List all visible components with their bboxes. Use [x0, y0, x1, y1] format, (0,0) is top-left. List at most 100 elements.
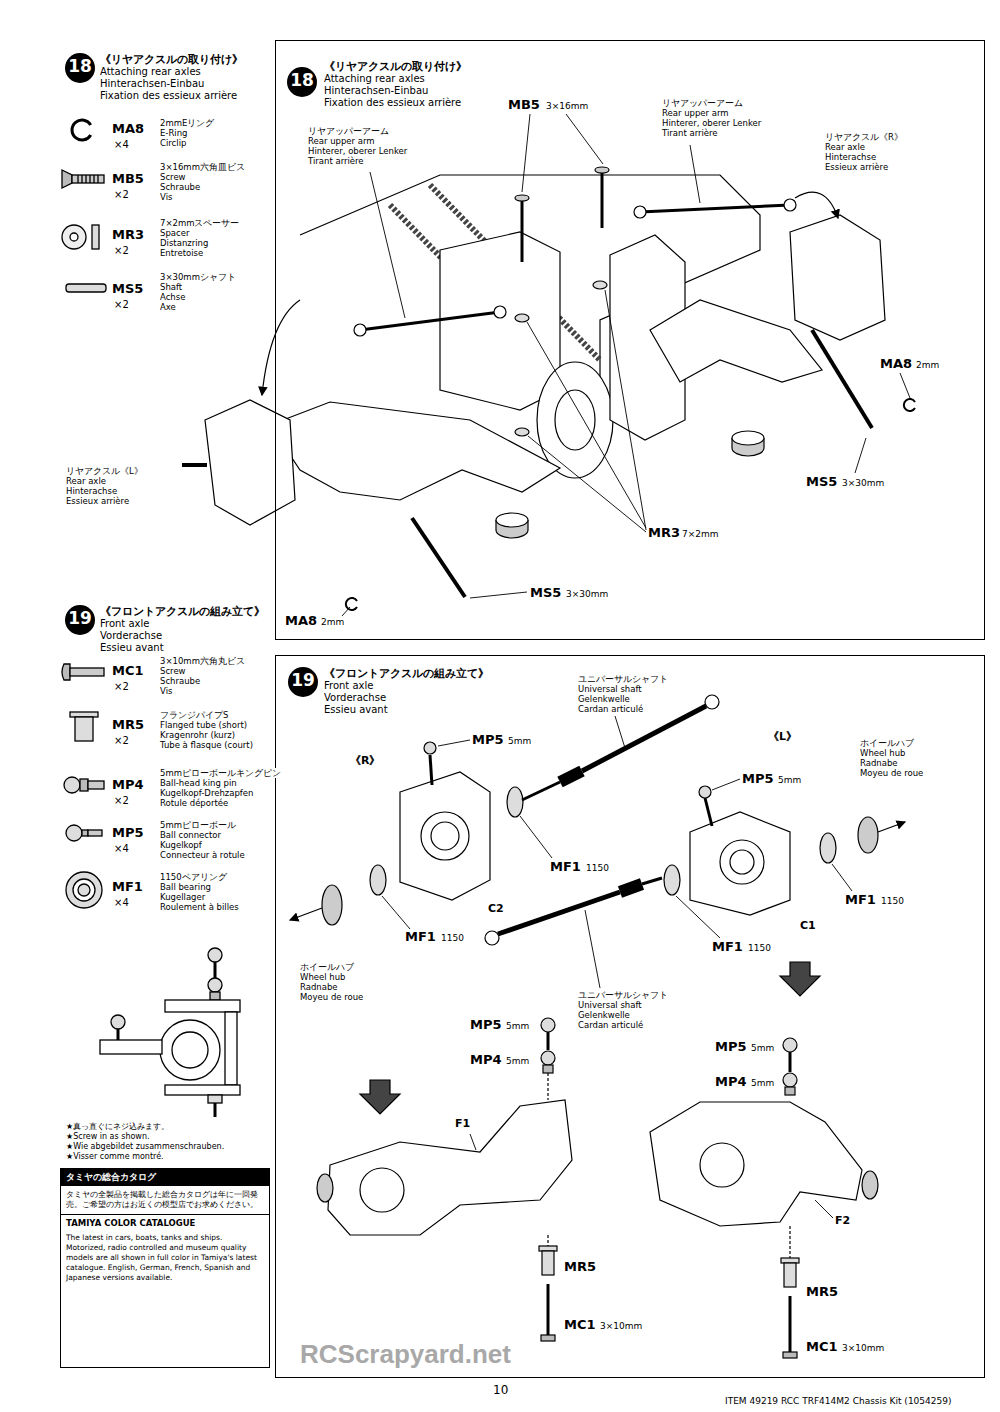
part-code: MP4 [470, 1053, 502, 1068]
part-description: Flanged tube (short) [160, 720, 247, 730]
quantity: ×2 [114, 681, 129, 693]
part-description: Shaft [160, 282, 182, 292]
part-description: リヤアッパーアーム [308, 126, 389, 136]
part-code: MF1 [112, 880, 143, 895]
part-description: フランジパイプS [160, 710, 228, 720]
step-title: 《リヤアクスルの取り付け》 [324, 61, 467, 73]
part-description: Moyeu de roue [300, 992, 363, 1002]
part-description: Screw [160, 172, 186, 182]
part-code: MF1 [712, 940, 743, 955]
page-number: 10 [493, 1384, 508, 1398]
part-description: Tube à flasque (court) [160, 740, 253, 750]
part-description: 5mmピローボールキングピン [160, 768, 281, 778]
part-description: Schraube [160, 676, 200, 686]
part-code: MS5 [530, 586, 561, 601]
size-label: 1150 [881, 896, 904, 906]
part-description: Essieux arrière [825, 162, 888, 172]
part-code: MP4 [715, 1075, 747, 1090]
part-description: Connecteur à rotule [160, 850, 245, 860]
part-description: Circlip [160, 138, 186, 148]
part-description: Wheel hub [300, 972, 345, 982]
quantity: ×4 [114, 139, 129, 151]
part-description: Hinterer, oberer Lenker [662, 118, 761, 128]
part-code: MP5 [715, 1040, 747, 1055]
part-description: Entretoise [160, 248, 203, 258]
part-description: Gelenkwelle [578, 1010, 630, 1020]
part-description: Kragenrohr (kurz) [160, 730, 235, 740]
part-label: 《R》 [350, 755, 380, 768]
quantity: ×2 [114, 245, 129, 257]
step-number: 19 [288, 671, 318, 691]
part-code: MB5 [508, 98, 540, 113]
part-description: Cardan articulé [578, 1020, 643, 1030]
part-label: F2 [835, 1215, 850, 1228]
step-number: 19 [65, 609, 95, 629]
part-description: リヤアッパーアーム [662, 98, 743, 108]
part-description: Radnabe [300, 982, 338, 992]
part-code: MP5 [470, 1018, 502, 1033]
part-description: Rear upper arm [662, 108, 729, 118]
size-label: 3×30mm [566, 589, 608, 599]
kingpin-figure [100, 948, 240, 1117]
catalogue-text: TAMIYA COLOR CATALOGUE [61, 1214, 269, 1231]
part-description: Vis [160, 686, 172, 696]
quantity: ×2 [114, 735, 129, 747]
catalogue-box: タミヤの総合カタログタミヤの全製品を掲載した総合カタログは年に一回発売。ご希望の… [60, 1168, 270, 1368]
part-description: Vis [160, 192, 172, 202]
step-title: Essieu avant [324, 704, 388, 716]
part-description: Distanzring [160, 238, 208, 248]
part-description: 7×2mmスペーサー [160, 218, 240, 228]
quantity: ×2 [114, 299, 129, 311]
part-code: MR5 [806, 1285, 838, 1300]
rear-axle-figure [182, 114, 915, 616]
step-title: Essieu avant [100, 642, 164, 654]
part-description: Achse [160, 292, 185, 302]
part-code: MP4 [112, 778, 144, 793]
part-code: MA8 [285, 614, 317, 629]
size-label: 1150 [748, 943, 771, 953]
size-label: 5mm [506, 1056, 529, 1066]
part-description: Gelenkwelle [578, 694, 630, 704]
part-description: Roulement à billes [160, 902, 239, 912]
part-code: MP5 [742, 772, 774, 787]
size-label: 5mm [778, 775, 801, 785]
part-code: MA8 [112, 122, 144, 137]
part-description: Ball bearing [160, 882, 211, 892]
part-description: ホイールハブ [300, 962, 354, 972]
size-label: 7×2mm [682, 529, 719, 539]
part-description: Hinterer, oberer Lenker [308, 146, 407, 156]
quantity: ×4 [114, 897, 129, 909]
part-description: Rear axle [825, 142, 865, 152]
size-label: 2mm [321, 617, 344, 627]
step-title: Vorderachse [100, 630, 162, 642]
step-title: Fixation des essieux arrière [100, 90, 237, 102]
step-title: Vorderachse [324, 692, 386, 704]
step-title: Hinterachsen-Einbau [324, 85, 428, 97]
part-description: Tirant arrière [662, 128, 718, 138]
step-title: Fixation des essieux arrière [324, 97, 461, 109]
part-description: Tirant arrière [308, 156, 364, 166]
part-description: Hinterachse [825, 152, 876, 162]
part-label: F1 [455, 1118, 470, 1131]
front-axle-figure [290, 695, 905, 1358]
step-title: 《フロントアクスルの組み立て》 [100, 606, 265, 618]
note-text: ★Visser comme montré. [66, 1152, 164, 1162]
part-description: 3×30mmシャフト [160, 272, 236, 282]
part-label: 《L》 [768, 731, 797, 744]
size-label: 3×30mm [842, 478, 884, 488]
size-label: 3×10mm [600, 1321, 642, 1331]
part-description: Universal shaft [578, 1000, 642, 1010]
footer-text: ITEM 49219 RCC TRF414M2 Chassis Kit (105… [725, 1396, 951, 1406]
part-description: リヤアクスル《L》 [66, 466, 143, 476]
part-description: Rear axle [66, 476, 106, 486]
part-code: MB5 [112, 172, 144, 187]
size-label: 5mm [506, 1021, 529, 1031]
quantity: ×4 [114, 843, 129, 855]
part-description: Ball connector [160, 830, 221, 840]
part-description: 1150ベアリング [160, 872, 227, 882]
part-description: Kugelkopf-Drehzapfen [160, 788, 253, 798]
part-code: MR3 [648, 526, 680, 541]
part-description: 2mmEリング [160, 118, 214, 128]
part-description: E-Ring [160, 128, 188, 138]
